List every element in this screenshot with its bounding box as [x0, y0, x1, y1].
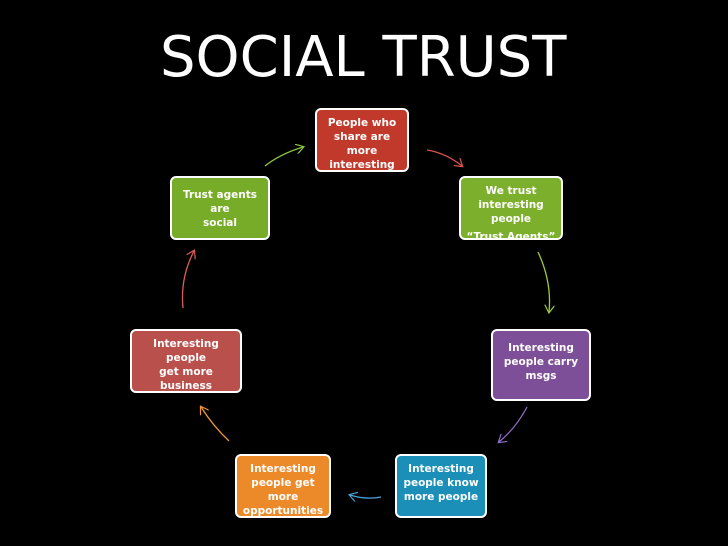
node-text: interesting — [329, 159, 395, 171]
node-text: Interesting — [408, 463, 474, 475]
cycle-node-people-share: People who share are more interesting — [315, 108, 409, 172]
node-text: people get more — [251, 477, 315, 503]
node-text: share are more — [333, 131, 391, 157]
cycle-node-opportunities: Interesting people get more opportunitie… — [235, 454, 331, 518]
node-text: get more business — [159, 366, 213, 392]
arrow-3-to-4 — [499, 406, 528, 442]
node-text: People who — [327, 117, 397, 129]
node-text: Trust agents are — [182, 189, 258, 215]
cycle-node-agents-social: Trust agents are social — [170, 176, 270, 240]
arrow-6-to-7 — [181, 251, 194, 309]
node-text: people know — [403, 477, 479, 489]
node-text: more people — [403, 491, 479, 503]
node-text: Interesting — [250, 463, 316, 475]
cycle-node-know-people: Interesting people know more people — [395, 454, 487, 518]
cycle-node-trust-agents: We trust interesting people “Trust Agent… — [459, 176, 563, 240]
cycle-node-carry-msgs: Interesting people carry msgs — [491, 329, 591, 401]
node-text: msgs — [525, 370, 557, 382]
arrow-7-to-1 — [264, 147, 303, 167]
node-text: We trust — [485, 185, 537, 197]
arrow-1-to-2 — [426, 149, 462, 166]
cycle-node-business-intelligence: Interesting people get more business int… — [130, 329, 242, 393]
node-text: “Trust Agents” — [466, 231, 556, 240]
node-text: social — [203, 217, 237, 229]
node-text: opportunities — [242, 505, 324, 517]
node-text: Interesting people — [153, 338, 219, 364]
node-text: people carry — [503, 356, 579, 368]
arrow-2-to-3 — [537, 251, 550, 312]
arrow-5-to-6 — [201, 407, 230, 442]
page-title: SOCIAL TRUST — [160, 25, 567, 90]
arrow-4-to-5 — [350, 495, 382, 498]
node-text: Interesting — [508, 342, 574, 354]
node-text: interesting people — [478, 199, 544, 225]
